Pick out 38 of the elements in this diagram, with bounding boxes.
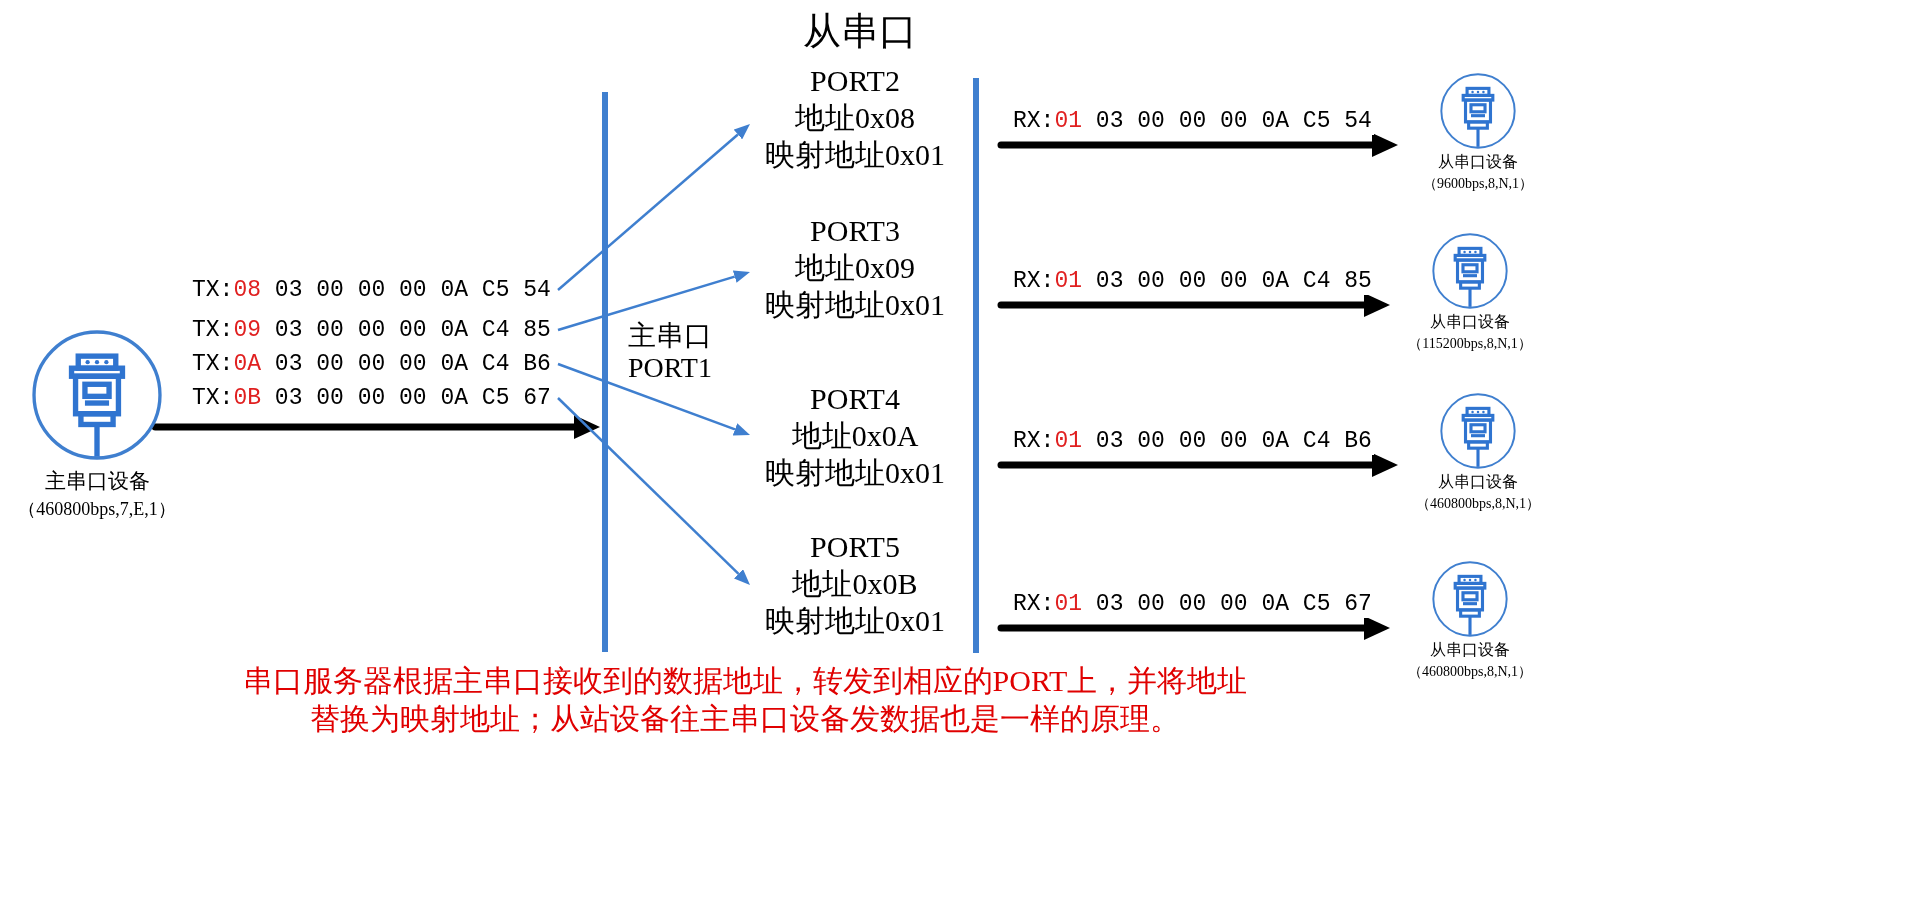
address-text: 地址0x0A xyxy=(790,418,920,454)
port-name: PORT3 xyxy=(809,213,901,249)
address-text: 地址0x0B xyxy=(791,566,919,602)
port-name: PORT2 xyxy=(809,63,901,99)
address-text: 地址0x08 xyxy=(794,100,916,136)
arrow xyxy=(557,270,750,332)
device-label: 从串口设备 xyxy=(1429,312,1511,332)
baud-setting: （9600bps,8,N,1） xyxy=(1421,175,1535,194)
arrow xyxy=(997,133,1398,157)
device-label: 从串口设备 xyxy=(1429,640,1511,660)
mapped-address-text: 映射地址0x01 xyxy=(764,287,946,323)
device-label: 从串口设备 xyxy=(1437,472,1519,492)
port-label: 主串口 PORT1 xyxy=(627,320,713,384)
port-name: PORT4 xyxy=(809,381,901,417)
arrow xyxy=(151,415,600,439)
arrow xyxy=(557,124,750,291)
baud-setting: （115200bps,8,N,1） xyxy=(1407,335,1533,354)
mapped-address-text: 映射地址0x01 xyxy=(764,603,946,639)
arrow xyxy=(997,453,1398,477)
baud-setting: （460800bps,8,N,1） xyxy=(1406,663,1534,682)
title: 从串口 xyxy=(802,9,918,54)
baud-setting: （460800bps,8,N,1） xyxy=(1414,495,1542,514)
arrow xyxy=(997,616,1390,640)
mapped-address-text: 映射地址0x01 xyxy=(764,137,946,173)
data-frame-text: TX:0A 03 00 00 00 0A C4 B6 xyxy=(192,350,552,378)
mapped-address-text: 映射地址0x01 xyxy=(764,455,946,491)
data-frame-text: TX:08 03 00 00 00 0A C5 54 xyxy=(192,276,552,304)
device-label: 主串口设备 xyxy=(43,468,151,495)
arrow xyxy=(557,362,750,436)
data-frame-text: TX:09 03 00 00 00 0A C4 85 xyxy=(192,316,552,344)
arrow xyxy=(557,397,750,585)
address-text: 地址0x09 xyxy=(794,250,916,286)
device-label: 从串口设备 xyxy=(1437,152,1519,172)
caption: 串口服务器根据主串口接收到的数据地址，转发到相应的PORT上，并将地址替换为映射地址；从站设备往主串口设备发数据也是一样的原理。 xyxy=(241,663,1249,737)
data-frame-text: TX:0B 03 00 00 00 0A C5 67 xyxy=(192,384,552,412)
port-name: PORT5 xyxy=(809,529,901,565)
arrow xyxy=(997,293,1390,317)
baud-setting: （460800bps,7,E,1） xyxy=(17,498,177,522)
